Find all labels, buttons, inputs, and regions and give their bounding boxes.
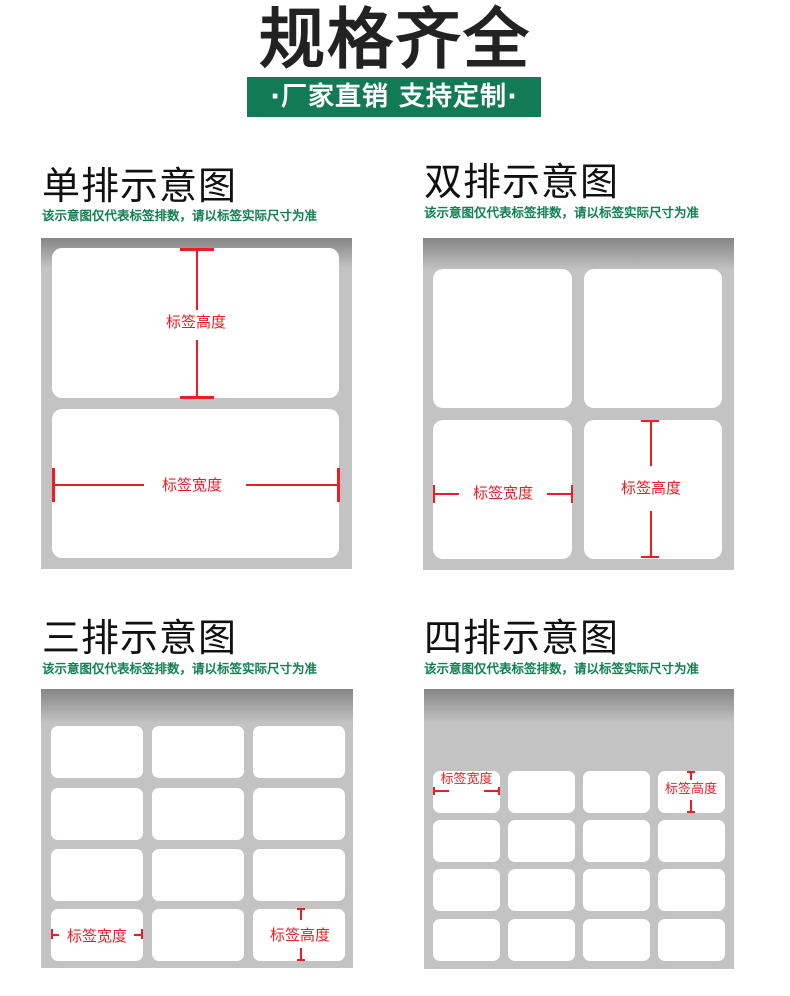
width-label: 标签宽度 [440,772,493,787]
label-card [583,869,650,911]
label-card [51,849,143,901]
panel-shade [423,238,734,270]
label-card [51,726,143,778]
panel-shade [424,689,734,723]
label-diagram-double: 标签宽度 标签高度 [423,238,734,570]
section-title-triple: 三排示意图 [42,616,238,660]
dimension-cap [297,959,305,961]
width-label: 标签宽度 [66,927,127,945]
label-card [51,788,143,840]
label-card [253,849,345,901]
label-card [433,771,500,813]
label-card [433,869,500,911]
dimension-line [433,790,449,792]
height-label: 标签高度 [157,312,235,332]
label-diagram-quad: 标签宽度 标签高度 [424,689,734,969]
section-title-single: 单排示意图 [42,164,238,208]
height-label: 标签高度 [269,926,330,944]
dimension-line [51,934,59,936]
label-card [433,820,500,862]
dimension-line [300,908,302,920]
label-card [152,788,244,840]
label-card [253,788,345,840]
label-diagram-single: 标签高度 标签宽度 [41,238,352,569]
dimension-cap [641,556,659,558]
label-card [152,849,244,901]
dimension-cap [141,929,143,939]
label-card [583,771,650,813]
dimension-cap [571,485,573,503]
label-card [508,919,575,961]
dimension-line [650,420,652,466]
dimension-line [134,934,142,936]
label-card [658,820,725,862]
width-label: 标签宽度 [465,483,541,503]
panel-shade [41,689,353,723]
label-card [584,269,722,408]
dimension-cap [337,468,340,502]
section-title-double: 双排示意图 [424,160,620,204]
dimension-cap [180,396,214,399]
label-card [433,919,500,961]
dimension-line [690,771,692,780]
dimension-line [52,484,144,486]
label-card [508,771,575,813]
label-card [51,909,143,961]
label-diagram-triple: 标签宽度 标签高度 [41,689,353,968]
label-card [508,820,575,862]
dimension-line [484,790,500,792]
dimension-line [246,484,339,486]
section-subtitle-triple: 该示意图仅代表标签排数，请以标签实际尺寸为准 [42,661,318,676]
label-card [583,820,650,862]
dimension-cap [687,811,695,813]
dimension-line [433,493,459,495]
label-card [253,726,345,778]
section-subtitle-quad: 该示意图仅代表标签排数，请以标签实际尺寸为准 [424,661,700,676]
label-card [253,909,345,961]
dimension-cap [498,787,500,795]
dimension-line [196,340,198,398]
label-card [658,869,725,911]
dimension-line [196,248,198,310]
label-card [152,909,244,961]
label-card [508,869,575,911]
label-card [433,269,572,408]
height-label: 标签高度 [664,782,717,797]
hero-title: 规格齐全 [259,1,531,78]
section-title-quad: 四排示意图 [424,616,620,660]
hero-banner: ·厂家直销 支持定制· [247,77,541,117]
width-label: 标签宽度 [153,475,231,495]
section-subtitle-single: 该示意图仅代表标签排数，请以标签实际尺寸为准 [42,208,318,223]
label-card [152,726,244,778]
dimension-line [650,511,652,557]
section-subtitle-double: 该示意图仅代表标签排数，请以标签实际尺寸为准 [424,205,700,220]
height-label: 标签高度 [613,478,689,498]
label-card [583,919,650,961]
dimension-line [690,800,692,812]
dimension-line [300,948,302,960]
dimension-line [547,493,572,495]
label-card [658,919,725,961]
